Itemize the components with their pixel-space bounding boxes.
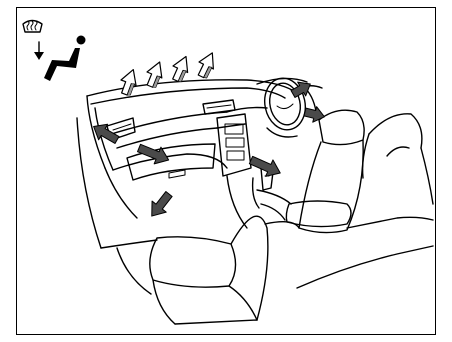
- defrost-arrow: [117, 67, 141, 97]
- mode-indicator: [23, 21, 86, 82]
- diagram-frame: [16, 7, 436, 335]
- down-arrow-icon: [34, 42, 44, 60]
- defrost-arrow: [194, 49, 220, 79]
- airflow-diagram: [17, 8, 435, 334]
- centre-console: [203, 100, 291, 228]
- floor-arrow-rear: [247, 152, 284, 181]
- defrost-icon: [23, 21, 42, 33]
- front-seat: [286, 110, 364, 232]
- defrost-arrow: [168, 53, 193, 83]
- floor-arrow-left: [145, 188, 176, 221]
- foreground-seat: [150, 216, 299, 324]
- steering-wheel: [257, 74, 322, 137]
- seated-person-icon: [44, 36, 86, 82]
